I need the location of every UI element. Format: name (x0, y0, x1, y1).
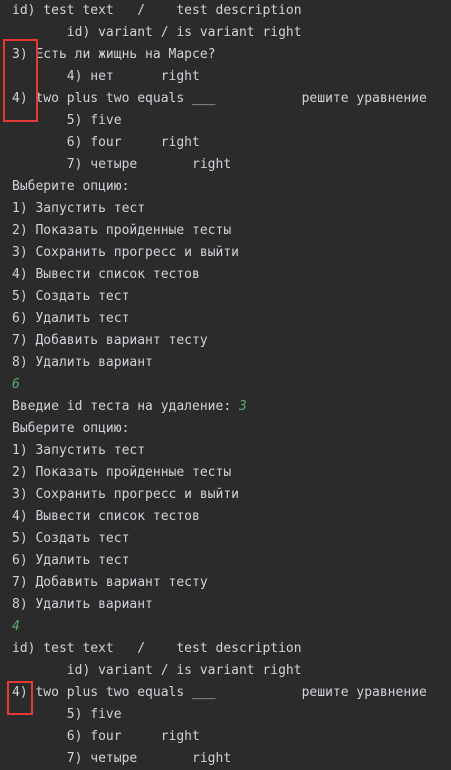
user-input-line: 6 (12, 377, 20, 392)
console-line: 6) Удалить тест (12, 311, 130, 326)
console-line: 4) two plus two equals ___ решите уравне… (12, 685, 427, 700)
console-line: 1) Запустить тест (12, 201, 146, 216)
console-line: 2) Показать пройденные тесты (12, 465, 232, 480)
console-line: Выберите опцию: (12, 421, 130, 436)
console-line: 4) нет right (12, 69, 200, 84)
console-line: 7) Добавить вариант тесту (12, 575, 208, 590)
console-line: 5) Создать тест (12, 531, 130, 546)
console-line: 2) Показать пройденные тесты (12, 223, 232, 238)
console-line: 4) two plus two equals ___ решите уравне… (12, 91, 427, 106)
console-line: 3) Сохранить прогресс и выйти (12, 245, 239, 260)
console-line: id) variant / is variant right (12, 25, 302, 40)
console-line: 4) Вывести список тестов (12, 509, 200, 524)
console-line: 3) Сохранить прогресс и выйти (12, 487, 239, 502)
console-line: id) variant / is variant right (12, 663, 302, 678)
console-line: 8) Удалить вариант (12, 355, 153, 370)
console-line: 5) five (12, 707, 122, 722)
console-line: 7) четыре right (12, 157, 232, 172)
delete-prompt-line: Введие id теста на удаление: 3 (12, 396, 247, 418)
console-line: 7) Добавить вариант тесту (12, 333, 208, 348)
highlight-box (3, 39, 38, 122)
console-line: 7) четыре right (12, 751, 232, 766)
user-input-value: 3 (238, 399, 247, 414)
console-line: 1) Запустить тест (12, 443, 146, 458)
console-line: 6) four right (12, 135, 200, 150)
console-line: 8) Удалить вариант (12, 597, 153, 612)
console-line: 5) Создать тест (12, 289, 130, 304)
console-line: 6) four right (12, 729, 200, 744)
console-line: 6) Удалить тест (12, 553, 130, 568)
user-input-line: 4 (12, 619, 20, 634)
delete-prompt-text: Введие id теста на удаление: (12, 399, 239, 414)
console-line: 5) five (12, 113, 122, 128)
console-line: 4) Вывести список тестов (12, 267, 200, 282)
console-line: Выберите опцию: (12, 179, 130, 194)
highlight-box (7, 681, 33, 715)
console-line: id) test text / test description (12, 3, 302, 18)
console-line: 3) Есть ли жищнь на Марсе? (12, 47, 216, 62)
console-line: id) test text / test description (12, 641, 302, 656)
